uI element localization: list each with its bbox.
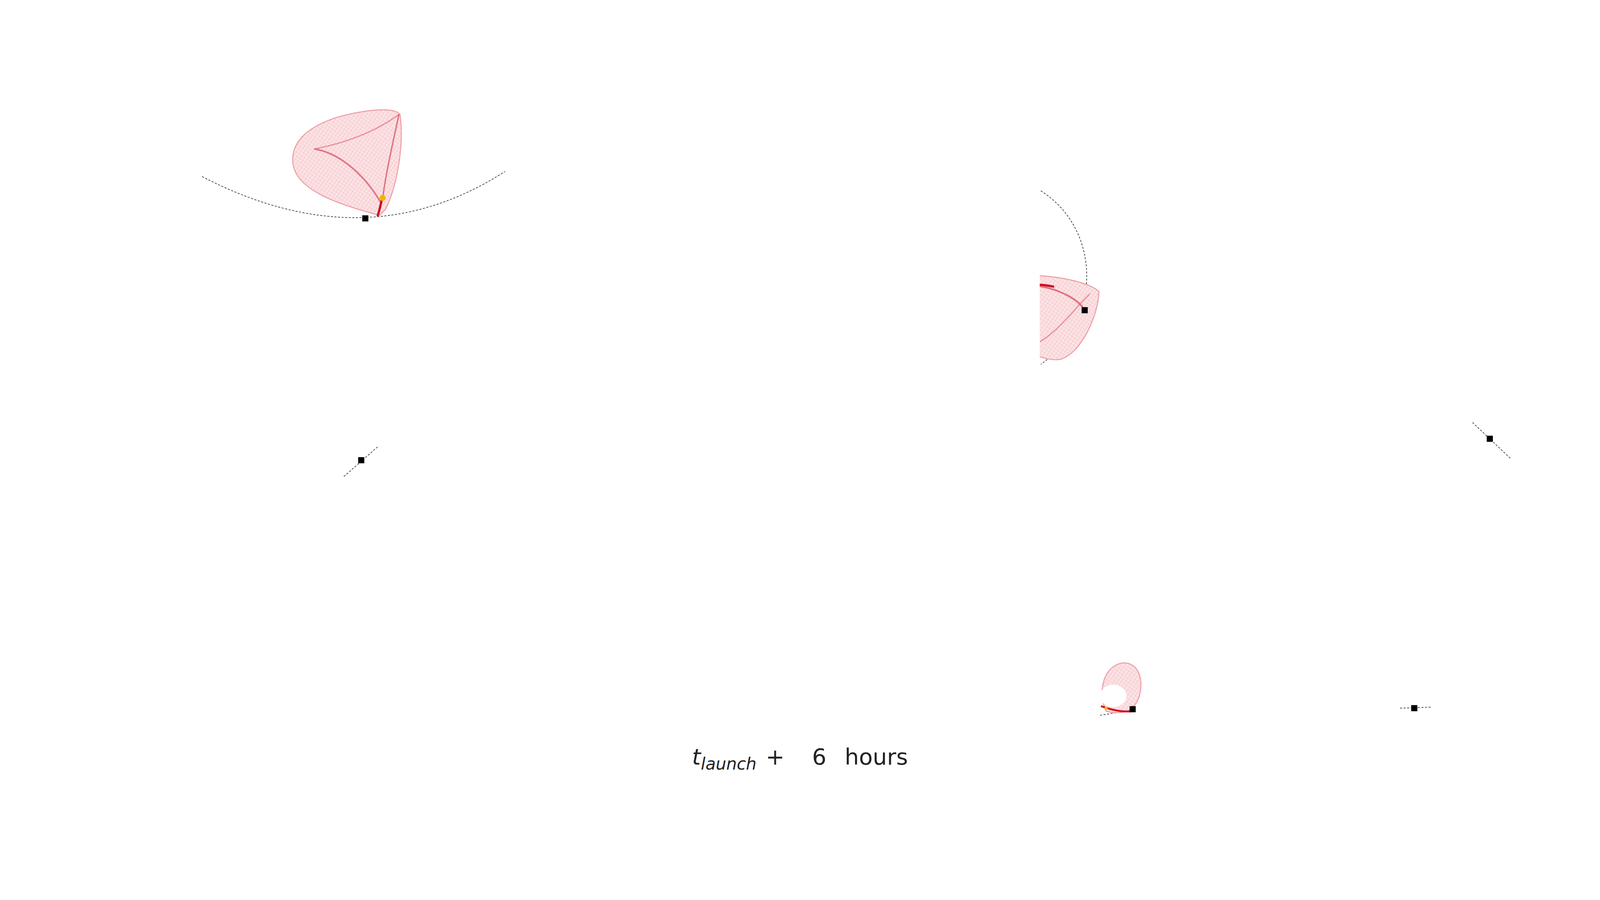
body-marker <box>1081 307 1088 314</box>
body-marker <box>1411 705 1418 712</box>
uncertainty-cloud <box>1040 275 1100 360</box>
time-text: 6 <box>812 743 827 770</box>
orbit-arc <box>1472 422 1511 459</box>
time-text: hours <box>844 743 908 770</box>
uncertainty-cloud <box>1100 662 1141 713</box>
time-symbol: launch <box>700 754 757 774</box>
time-symbol: t <box>692 743 701 770</box>
nominal-point <box>379 195 386 202</box>
uncertainty-cloud <box>292 109 402 217</box>
body-marker <box>1129 706 1136 713</box>
body-marker <box>1486 435 1493 443</box>
body-marker <box>362 215 369 222</box>
time-caption: tlaunch+6hours <box>0 743 1600 770</box>
orbit-arc <box>343 447 378 477</box>
body-marker <box>358 457 365 464</box>
time-text: + <box>765 743 785 770</box>
